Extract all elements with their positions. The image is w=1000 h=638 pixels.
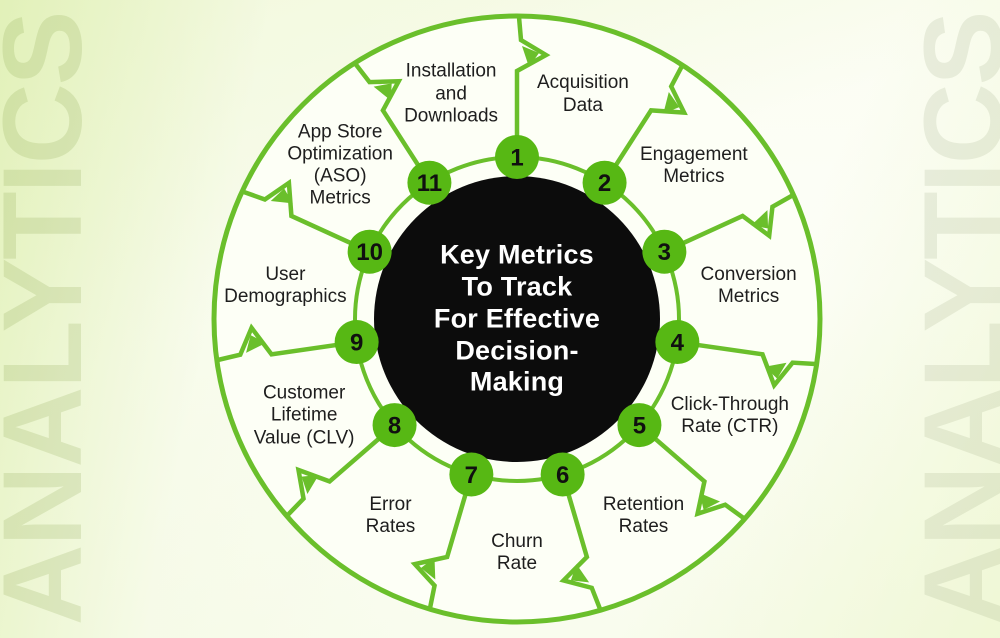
number-label-11: 11 [417, 170, 442, 197]
number-label-8: 8 [388, 413, 401, 440]
number-label-2: 2 [598, 170, 611, 197]
number-label-10: 10 [356, 239, 383, 266]
number-dot-6 [540, 452, 585, 497]
number-label-7: 7 [465, 462, 478, 489]
center-circle [374, 176, 660, 462]
number-dot-3 [642, 229, 687, 274]
number-dots-group: 1 2 3 4 5 6 7 8 9 10 11 [334, 135, 700, 497]
number-dot-10 [347, 229, 392, 274]
number-dot-11 [407, 160, 452, 205]
number-dot-5 [617, 403, 662, 448]
number-label-6: 6 [556, 462, 569, 489]
number-label-9: 9 [350, 330, 363, 357]
number-label-1: 1 [510, 145, 523, 172]
number-label-3: 3 [658, 239, 671, 266]
center-title: Key Metrics To Track For Effective Decis… [433, 239, 601, 397]
number-dot-1 [495, 135, 539, 179]
number-label-5: 5 [633, 413, 646, 440]
number-label-4: 4 [671, 330, 685, 357]
number-dot-4 [655, 320, 700, 365]
number-dot-8 [372, 403, 417, 448]
number-dot-9 [334, 320, 379, 365]
number-dot-2 [582, 160, 627, 205]
number-dot-7 [449, 452, 494, 497]
